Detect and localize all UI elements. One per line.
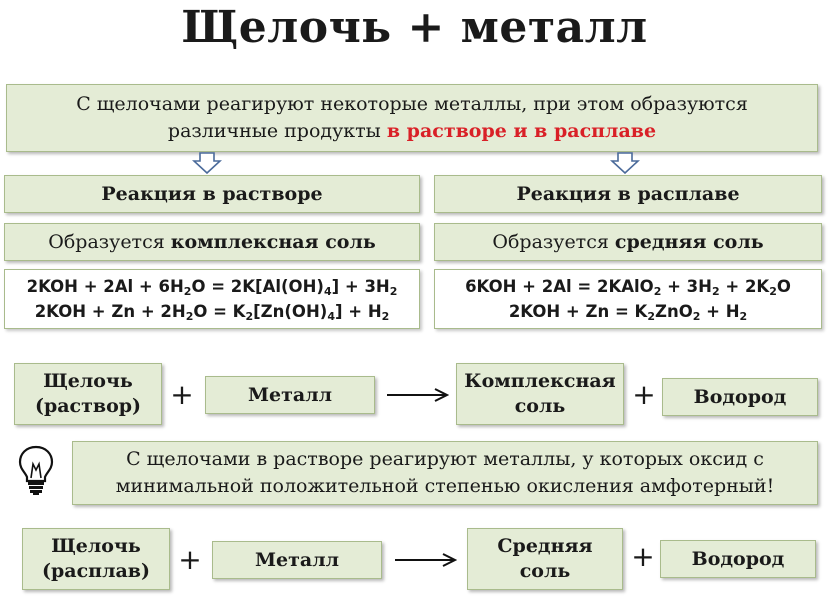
scheme-melt-product: Средняя соль bbox=[467, 528, 623, 590]
alkali-state-label: (раствор) bbox=[34, 395, 142, 417]
page-title: Щелочь + металл bbox=[181, 2, 648, 53]
solution-forms-bold: комплексная соль bbox=[170, 231, 376, 253]
hydrogen-label: Водород bbox=[693, 385, 787, 408]
melt-forms-bold: средняя соль bbox=[614, 231, 764, 253]
scheme-solution-alkali: Щелочь (раствор) bbox=[14, 363, 162, 425]
product-label: Средняя bbox=[497, 535, 593, 557]
note-line-2: минимальной положительной степенью окисл… bbox=[115, 475, 775, 497]
solution-equations: 2KOH + 2Al + 6H2O = 2K[Al(OH)4] + 3H2 2K… bbox=[4, 269, 420, 329]
melt-header: Реакция в расплаве bbox=[434, 175, 822, 213]
solution-header: Реакция в растворе bbox=[4, 175, 420, 213]
melt-equations: 6KOH + 2Al = 2KAlO2 + 3H2 + 2K2O 2KOH + … bbox=[434, 269, 822, 329]
note-line-1: С щелочами в растворе реагируют металлы,… bbox=[126, 448, 764, 470]
scheme-melt-alkali: Щелочь (расплав) bbox=[22, 528, 170, 590]
melt-forms-prefix: Образуется bbox=[492, 231, 615, 253]
plus-sign: + bbox=[178, 543, 202, 576]
scheme-melt-metal: Металл bbox=[212, 541, 382, 579]
intro-box: С щелочами реагируют некоторые металлы, … bbox=[6, 84, 818, 152]
solution-header-text: Реакция в растворе bbox=[101, 183, 323, 205]
plus-sign: + bbox=[632, 378, 656, 411]
alkali-state-label: (расплав) bbox=[42, 560, 150, 582]
down-arrow-icon bbox=[610, 152, 640, 174]
scheme-solution-product: Комплексная соль bbox=[456, 363, 624, 425]
scheme-solution-metal: Металл bbox=[205, 376, 375, 414]
equation-line: 2KOH + 2Al + 6H2O = 2K[Al(OH)4] + 3H2 bbox=[26, 277, 398, 298]
solution-forms: Образуется комплексная соль bbox=[4, 223, 420, 261]
product-label-2: соль bbox=[514, 395, 566, 417]
plus-sign: + bbox=[631, 540, 655, 573]
arrow-right-icon bbox=[395, 553, 457, 567]
lightbulb-icon bbox=[18, 445, 54, 495]
solution-forms-prefix: Образуется bbox=[48, 231, 171, 253]
product-label: Комплексная bbox=[464, 370, 616, 392]
alkali-label: Щелочь bbox=[51, 535, 141, 557]
intro-text: С щелочами реагируют некоторые металлы, … bbox=[76, 93, 748, 142]
scheme-melt-hydrogen: Водород bbox=[660, 540, 816, 578]
arrow-right-icon bbox=[387, 388, 449, 402]
melt-header-text: Реакция в расплаве bbox=[516, 183, 740, 205]
alkali-label: Щелочь bbox=[43, 370, 133, 392]
equation-line: 2KOH + Zn = K2ZnO2 + H2 bbox=[508, 302, 748, 323]
metal-label: Металл bbox=[248, 383, 332, 406]
down-arrow-icon bbox=[192, 152, 222, 174]
plus-sign: + bbox=[170, 378, 194, 411]
metal-label: Металл bbox=[255, 548, 339, 571]
melt-forms: Образуется средняя соль bbox=[434, 223, 822, 261]
intro-highlight: в растворе и в расплаве bbox=[386, 120, 657, 142]
note-box: С щелочами в растворе реагируют металлы,… bbox=[72, 441, 818, 505]
scheme-solution-hydrogen: Водород bbox=[662, 378, 818, 416]
equation-line: 6KOH + 2Al = 2KAlO2 + 3H2 + 2K2O bbox=[465, 277, 791, 298]
equation-line: 2KOH + Zn + 2H2O = K2[Zn(OH)4] + H2 bbox=[34, 302, 390, 323]
product-label-2: соль bbox=[519, 560, 571, 582]
hydrogen-label: Водород bbox=[691, 547, 785, 570]
